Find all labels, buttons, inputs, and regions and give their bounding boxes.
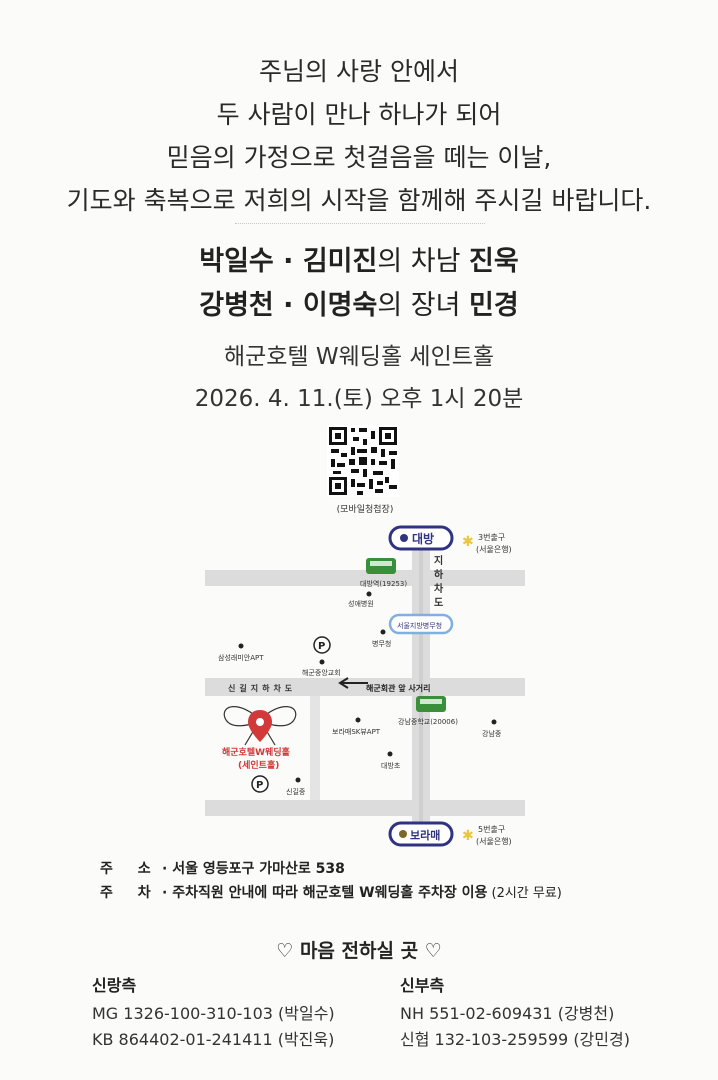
groom-relation: 의 차남: [377, 246, 470, 277]
station-bottom-label: 보라매: [410, 828, 440, 842]
road-vertical-small: [310, 696, 320, 800]
hotel-label-2: (세인트홀): [238, 759, 279, 771]
address-label: 주 소: [100, 861, 161, 877]
parking-bottom-icon: [251, 775, 269, 793]
post-office-label: 서울지방병무청: [397, 621, 442, 630]
groom-account-1[interactable]: MG 1326-100-310-103 (박일수): [92, 1004, 335, 1023]
road-bottom: [205, 800, 525, 816]
parking-top-icon: [313, 636, 331, 654]
bride-line: 강병천 · 이명숙의 장녀 민경: [0, 284, 718, 328]
heart-right-icon: ♡: [424, 940, 442, 962]
wedding-datetime: 2026. 4. 11.(토) 오후 1시 20분: [194, 386, 524, 412]
road-top: [205, 570, 525, 586]
place-2: 병무청: [372, 639, 391, 648]
bride-parents: 강병천 · 이명숙: [199, 290, 378, 321]
parking-label: 주 차: [100, 885, 161, 901]
station-top-dot-icon: [400, 534, 408, 542]
couple-names: 박일수 · 김미진의 차남 진욱 강병천 · 이명숙의 장녀 민경: [0, 240, 718, 328]
intro-line-3: 믿음의 가정으로 첫걸음을 떼는 이날,: [166, 143, 552, 172]
gift-title-text: 마음 전하실 곳: [299, 940, 419, 962]
groom-account-2[interactable]: KB 864402-01-241411 (박진욱): [92, 1030, 335, 1049]
place-3: 삼성래미안APT: [218, 653, 264, 662]
place-8: 신길중: [286, 787, 306, 796]
venue-block: 해군호텔 W웨딩홀 세인트홀 2026. 4. 11.(토) 오후 1시 20분: [0, 336, 718, 420]
address-value: · 서울 영등포구 가마산로 538: [162, 861, 345, 877]
exit-top-sub: (서울은행): [476, 544, 512, 554]
station-top-label: 대방: [412, 531, 434, 546]
intro-message: 주님의 사랑 안에서 두 사람이 만나 하나가 되어 믿음의 가정으로 첫걸음을…: [0, 50, 718, 222]
groom-name: 진욱: [469, 246, 519, 277]
post-office-box: [388, 613, 454, 635]
bride-name: 민경: [469, 290, 519, 321]
intro-line-2: 두 사람이 만나 하나가 되어: [216, 100, 502, 129]
bride-relation: 의 장녀: [377, 290, 470, 321]
intro-line-1: 주님의 사랑 안에서: [259, 57, 459, 86]
exit-bottom-label: 5번출구: [478, 824, 505, 834]
address-row: 주 소· 서울 영등포구 가마산로 538: [100, 858, 345, 878]
bus-bottom-label: 강남중학교(20006): [398, 717, 458, 726]
exit-bottom-sub: (서울은행): [476, 836, 512, 846]
groom-side-title: 신랑측: [92, 976, 137, 995]
groom-line: 박일수 · 김미진의 차남 진욱: [0, 240, 718, 284]
parking-row: 주 차· 주차직원 안내에 따라 해군호텔 W웨딩홀 주차장 이용 (2시간 무…: [100, 882, 562, 902]
station-bottom-box: [388, 821, 454, 847]
venue-name: 해군호텔 W웨딩홀 세인트홀: [223, 344, 495, 370]
bride-side-title: 신부측: [400, 976, 445, 995]
svg-text:P: P: [256, 780, 263, 791]
road-middle: [205, 678, 525, 696]
parking-note: (2시간 무료): [487, 886, 562, 901]
groom-parents: 박일수 · 김미진: [199, 246, 378, 277]
place-1: 성애병원: [348, 599, 374, 608]
road-label: 신길지하차도: [228, 683, 296, 693]
intro-line-4: 기도와 축복으로 저희의 시작을 함께해 주시길 바랍니다.: [66, 186, 652, 215]
bride-account-1[interactable]: NH 551-02-609431 (강병천): [400, 1004, 615, 1023]
station-bottom-dot-icon: [399, 830, 407, 838]
arrow-left-icon: [338, 677, 368, 689]
station-top-box: [388, 525, 454, 551]
place-6: 대방초: [381, 761, 401, 770]
bus-top-label: 대방역(19253): [360, 579, 407, 588]
exit-top-star-icon: ✱: [462, 534, 474, 550]
hotel-label-1: 해군호텔W웨딩홀: [222, 746, 290, 758]
parking-value: · 주차직원 안내에 따라 해군호텔 W웨딩홀 주차장 이용: [162, 885, 488, 901]
heart-left-icon: ♡: [276, 940, 294, 962]
qr-code-icon[interactable]: [327, 425, 399, 497]
exit-bottom-star-icon: ✱: [462, 828, 474, 844]
qr-caption: (모바일청첩장): [336, 505, 394, 515]
bride-account-2[interactable]: 신협 132-103-259599 (강민경): [400, 1030, 630, 1049]
divider: [235, 223, 485, 224]
svg-text:P: P: [318, 641, 325, 652]
exit-top-label: 3번출구: [478, 532, 505, 542]
gift-section-title: ♡ 마음 전하실 곳 ♡: [0, 936, 718, 963]
crossroad-label: 해군회관 앞 사거리: [366, 683, 430, 693]
place-7: 강남중: [482, 729, 502, 738]
place-5: 보라매SK뷰APT: [332, 727, 381, 736]
place-4: 해군중앙교회: [302, 668, 341, 677]
